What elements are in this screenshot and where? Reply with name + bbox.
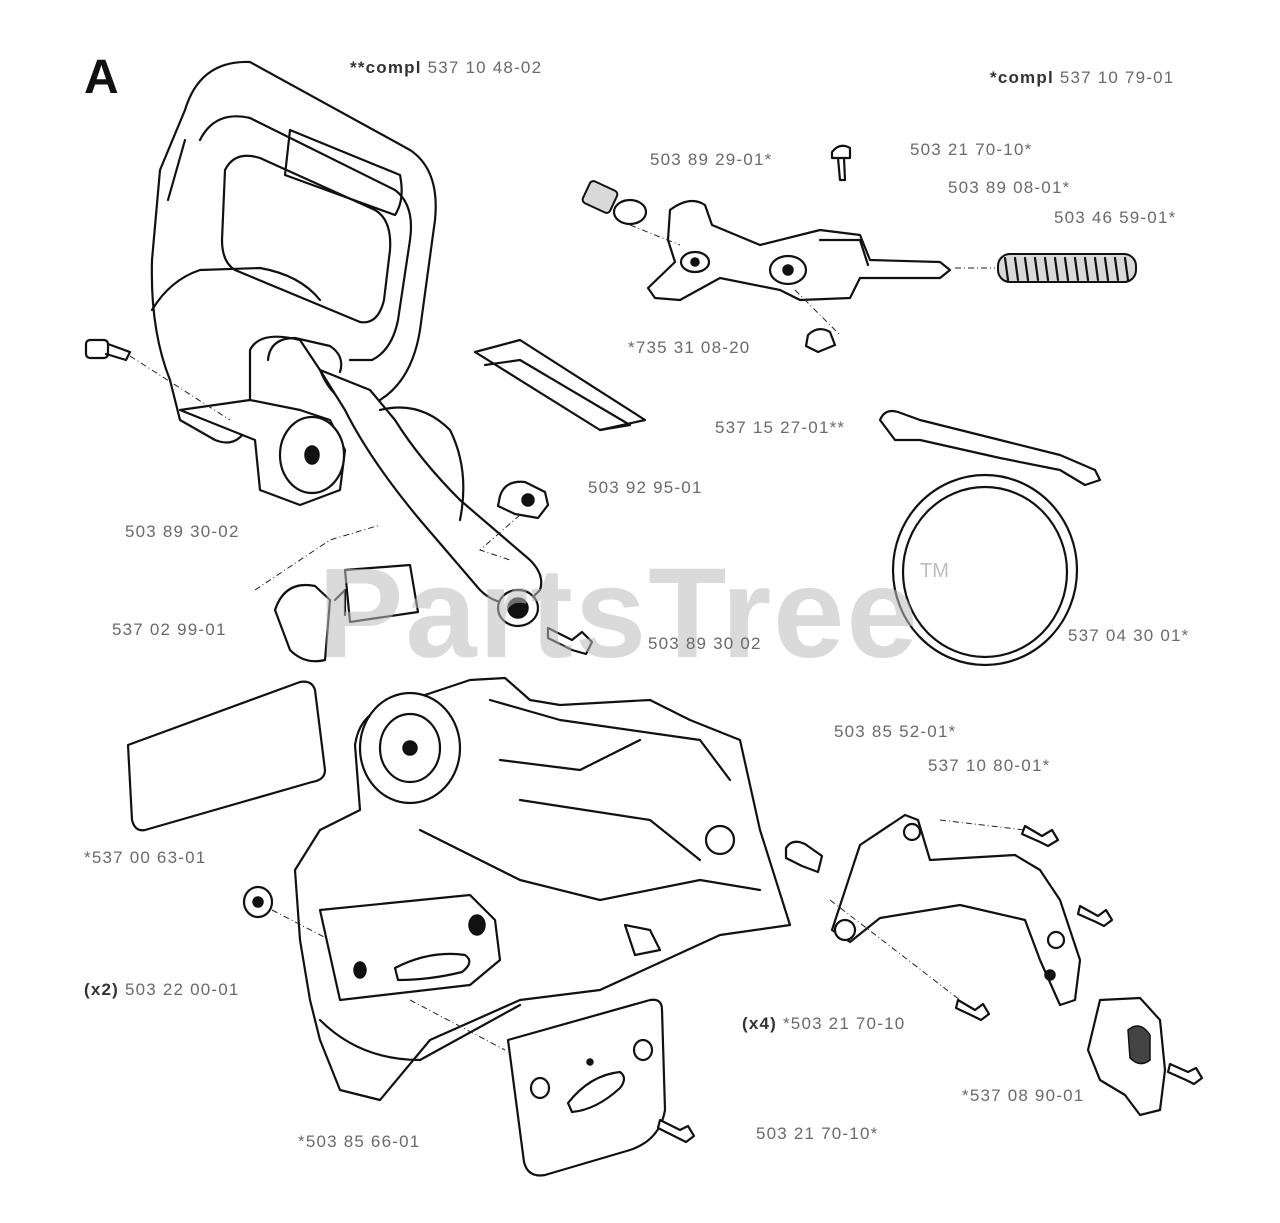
front-hand-guard [150,60,543,628]
label-compl-rear-number: 537 10 79-01 [1053,68,1175,87]
nut-503-22-00 [242,885,331,941]
watermark-trademark: TM [920,560,949,582]
label-compl-front-prefix: **compl [350,58,422,77]
label-537-10-80-01[interactable]: 537 10 80-01* [928,756,1051,775]
screws-right [954,824,1204,1086]
label-503-21-70-10-x4-number: *503 21 70-10 [777,1014,906,1033]
label-503-46-59-01[interactable]: 503 46 59-01* [1054,208,1177,227]
clutch-cover [293,676,792,1102]
brake-band [878,409,1102,667]
pivot-bushing-parts [254,524,420,663]
label-503-21-70-10-top[interactable]: 503 21 70-10* [910,140,1033,159]
label-compl-front-number: 537 10 48-02 [421,58,543,77]
label-503-21-70-10-x4-qty: (x4) [742,1014,778,1033]
hand-guard-screw-left [84,338,231,421]
label-537-04-30-01[interactable]: 537 04 30 01* [1068,626,1190,645]
chain-brake-assembly [581,180,952,354]
label-503-89-29-01[interactable]: 503 89 29-01* [650,150,773,169]
label-503-85-52-01[interactable]: 503 85 52-01* [834,722,957,741]
label-503-22-00-01[interactable]: (x2) 503 22 00-01 [84,980,240,1000]
label-compl-rear[interactable]: *compl 537 10 79-01 [990,68,1174,88]
label-503-21-70-10-x4[interactable]: (x4) *503 21 70-10 [742,1014,905,1034]
hand-guard-screw-right [546,626,594,656]
washer-503-92-95 [479,480,550,561]
label-537-08-90-01[interactable]: *537 08 90-01 [962,1086,1085,1105]
pin-503-85-52 [784,840,824,874]
label-537-00-63-01[interactable]: *537 00 63-01 [84,848,207,867]
decal-front [473,338,647,432]
section-letter: A [84,51,119,104]
spike-plate [409,998,667,1177]
screw-503-21-70-top [830,144,852,182]
label-503-22-00-01-qty: (x2) [84,980,120,999]
label-537-02-99-01[interactable]: 537 02 99-01 [112,620,227,639]
label-503-92-95-01[interactable]: 503 92 95-01 [588,478,703,497]
label-compl-front[interactable]: **compl 537 10 48-02 [350,58,542,78]
decal-537-00-63 [126,680,327,832]
chain-catcher-bracket [829,813,1082,1007]
screw-503-21-70-bottom [656,1118,696,1144]
label-503-22-00-01-number: 503 22 00-01 [119,980,240,999]
chain-guide [1086,996,1167,1117]
watermark: PartsTree [318,542,920,685]
label-503-89-30-02-a[interactable]: 503 89 30-02 [125,522,240,541]
label-503-21-70-10-bottom[interactable]: 503 21 70-10* [756,1124,879,1143]
label-503-89-30-02-b[interactable]: 503 89 30 02 [648,634,762,653]
spring-503-46-59 [955,253,1137,283]
label-503-85-66-01[interactable]: *503 85 66-01 [298,1132,421,1151]
label-compl-rear-prefix: *compl [990,68,1054,87]
label-537-15-27-01[interactable]: 537 15 27-01** [715,418,846,437]
label-735-31-08-20[interactable]: *735 31 08-20 [628,338,751,357]
label-503-89-08-01[interactable]: 503 89 08-01* [948,178,1071,197]
